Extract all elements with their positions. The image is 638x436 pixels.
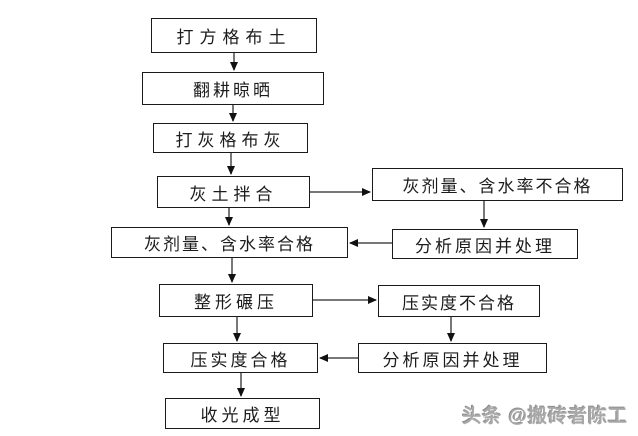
branch-analyze-handle-box-1: 分析原因并处理 <box>392 229 578 259</box>
branch-lime-moisture-fail-box: 灰剂量、含水率不合格 <box>372 168 623 201</box>
branch-compaction-fail-box: 压实度不合格 <box>378 285 540 317</box>
flow-step-plow-sun-dry-box: 翻耕晾晒 <box>142 72 324 105</box>
flow-step-shaping-rolling-box: 整形碾压 <box>159 284 313 317</box>
flow-step-finishing-box: 收光成型 <box>165 398 320 429</box>
flow-step-lime-soil-mixing-box: 灰土拌合 <box>157 176 310 208</box>
flow-step-lime-moisture-pass-box: 灰剂量、含水率合格 <box>111 227 348 258</box>
flow-step-compaction-pass-box: 压实度合格 <box>163 343 318 373</box>
flow-step-grid-soil-box: 打方格布土 <box>151 18 317 53</box>
watermark: 头条 @搬砖者陈工 <box>462 406 628 427</box>
branch-analyze-handle-box-2: 分析原因并处理 <box>358 343 547 373</box>
flow-step-lime-grid-box: 打灰格布灰 <box>153 123 308 153</box>
